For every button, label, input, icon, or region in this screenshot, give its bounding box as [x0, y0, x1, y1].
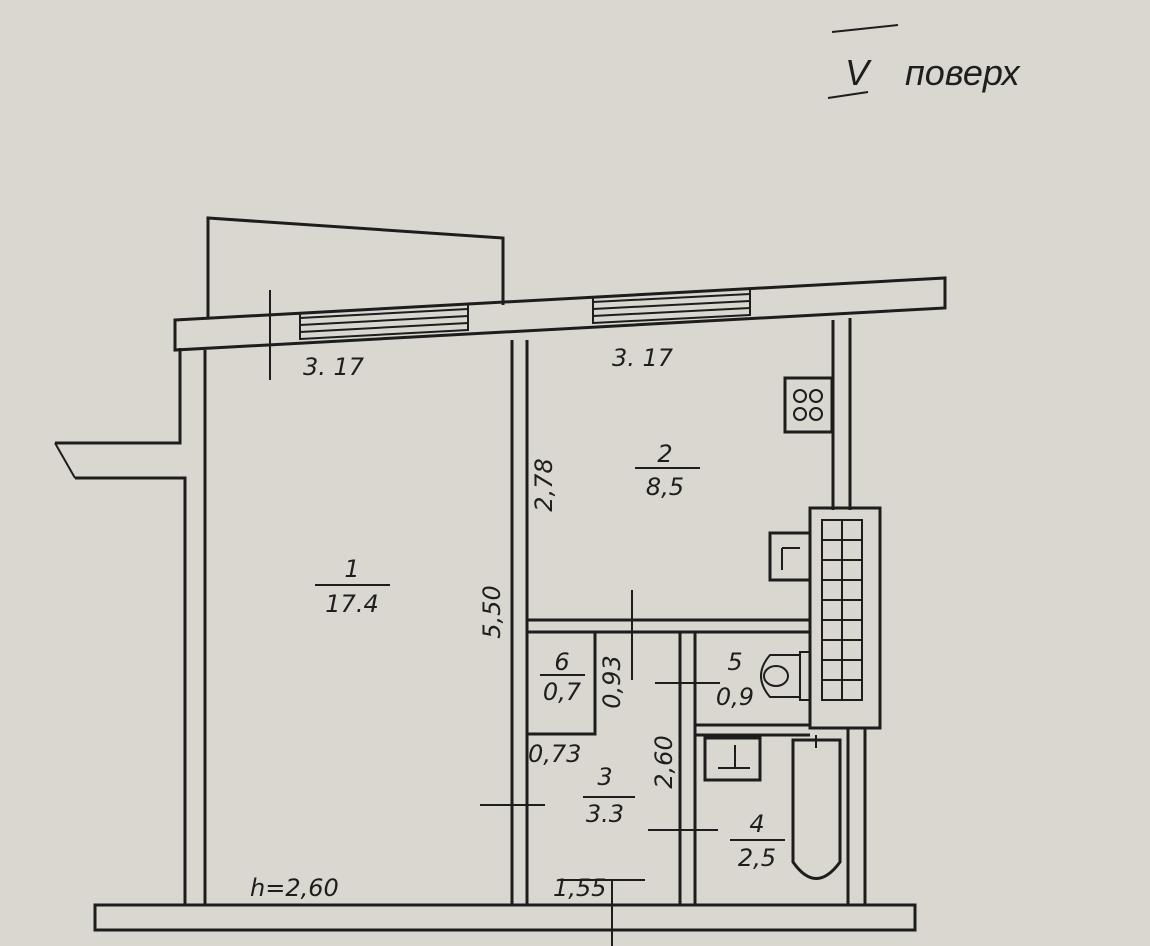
- room-2-label: 2 8,5: [635, 440, 700, 501]
- bathtub-icon: [791, 735, 842, 880]
- room-number: 3: [597, 763, 612, 791]
- exterior-wall-bottom: [93, 879, 917, 946]
- room-number: 1: [344, 555, 359, 583]
- dim-room2-depth: 2,78: [530, 458, 558, 511]
- stove-icon: [783, 376, 834, 434]
- bathroom-wall: [648, 632, 810, 905]
- dim-closet-width: 0,73: [528, 740, 581, 768]
- kitchen-sink-icon: [768, 531, 812, 582]
- room-3-label: 3 3.3: [583, 763, 635, 828]
- dim-room1-depth: 5,50: [478, 585, 506, 638]
- bathroom-sink-icon: [703, 736, 762, 782]
- ceiling-height: h=2,60: [250, 874, 339, 902]
- left-wall: [54, 348, 207, 905]
- right-wall: [831, 318, 867, 905]
- room-number: 5: [727, 648, 742, 676]
- room-area: 8,5: [646, 473, 684, 501]
- toilet-icon: [760, 651, 811, 701]
- room-number: 4: [749, 810, 764, 838]
- dim-room2-width: 3. 17: [612, 344, 674, 372]
- dim-room1-width: 3. 17: [303, 353, 365, 381]
- window-2: [592, 288, 751, 324]
- dim-hall-depth: 2,60: [650, 735, 678, 788]
- floor-word: поверх: [905, 52, 1022, 93]
- floor-numeral: V: [845, 52, 872, 93]
- exterior-wall-top: [173, 276, 947, 352]
- room-4-label: 4 2,5: [730, 810, 785, 872]
- balcony-outline: [206, 216, 505, 318]
- dim-hall-width: 1,55: [553, 874, 606, 902]
- room-number: 6: [554, 648, 569, 676]
- room-area: 3.3: [586, 800, 624, 828]
- window-1: [299, 303, 469, 340]
- floor-label: V поверх: [827, 24, 1022, 99]
- dim-closet-depth: 0,93: [598, 655, 626, 708]
- room-area: 0,7: [543, 678, 582, 706]
- room-area: 0,9: [716, 683, 754, 711]
- room-5-label: 5 0,9: [716, 648, 754, 711]
- ventilation-shaft: [808, 506, 882, 730]
- room-area: 17.4: [325, 590, 378, 618]
- room-number: 2: [657, 440, 672, 468]
- room-1-label: 1 17.4: [315, 555, 390, 618]
- partition-wall: [480, 340, 545, 905]
- room-area: 2,5: [738, 844, 776, 872]
- room-6-label: 6 0,7: [540, 648, 585, 706]
